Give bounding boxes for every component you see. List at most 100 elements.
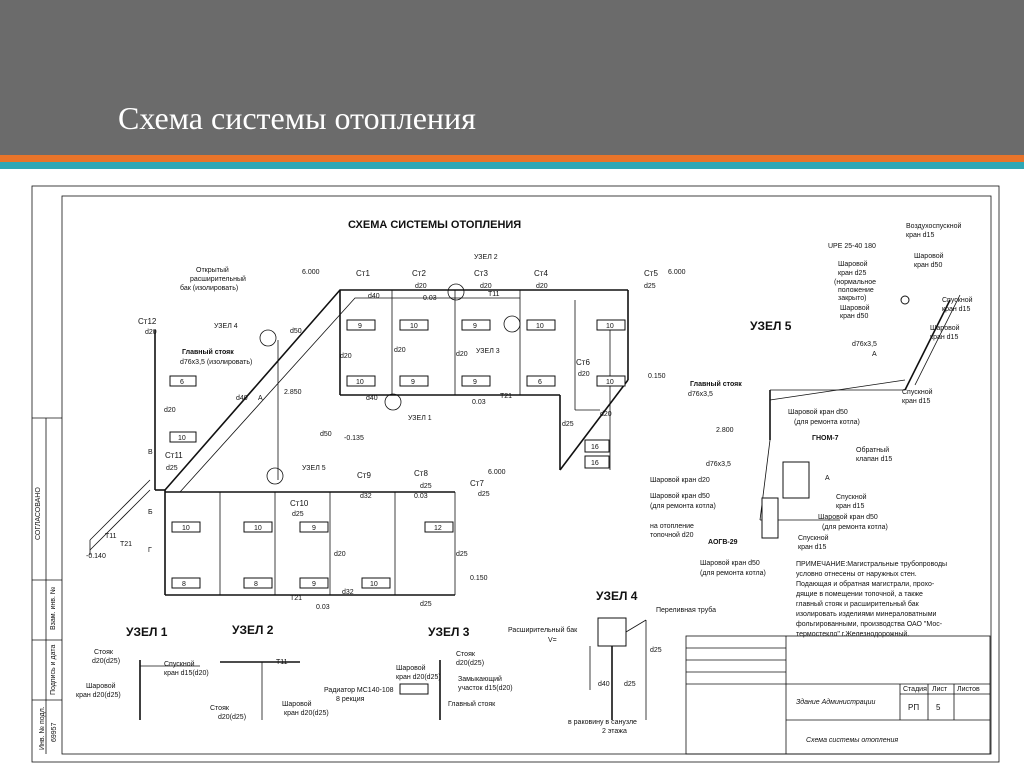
- riser-label: Ст11: [165, 451, 183, 460]
- node-details: УЗЕЛ 1 УЗЕЛ 2 УЗЕЛ 3 УЗЕЛ 4 Стояк d20(d2…: [76, 589, 716, 735]
- building-name: Здание Администрации: [796, 698, 876, 706]
- overflow-pipe-label: Переливная труба: [656, 606, 716, 614]
- air-valve-label: кран d15: [906, 232, 934, 239]
- radiator-size: 10: [370, 581, 378, 588]
- title-block: Здание Администрации Схема системы отопл…: [685, 635, 991, 755]
- letter-mark: В: [148, 449, 153, 456]
- stage-header: Стадия: [903, 686, 927, 693]
- level-mark: -0.135: [344, 435, 364, 442]
- radiator: [171, 521, 201, 533]
- expansion-tank: [597, 617, 627, 647]
- upe-label: UPE 25-40 180: [828, 243, 876, 250]
- boiler-aogv-label: АОГВ-29: [708, 539, 738, 546]
- pipe-label: d40: [598, 681, 610, 688]
- radiator: [584, 455, 610, 469]
- expansion-tank-volume: V=: [548, 637, 557, 644]
- radiator-size: 16: [591, 444, 599, 451]
- slide-title: Схема системы отопления: [118, 100, 476, 136]
- radiator: [461, 375, 491, 387]
- sheet-value: 5: [936, 703, 941, 712]
- drain-valve-label: кран d15: [902, 398, 930, 405]
- riser-label: Ст3: [474, 269, 488, 278]
- pipe-label: d32: [342, 589, 354, 596]
- radiator-size: 9: [312, 525, 316, 532]
- radiator-size: 9: [358, 323, 362, 330]
- node-ref: УЗЕЛ 2: [474, 254, 498, 261]
- drain-valve-label: Спускной: [902, 388, 933, 396]
- radiator: [399, 375, 429, 387]
- pipe-label: d25: [420, 483, 432, 490]
- node-ref: УЗЕЛ 3: [476, 348, 500, 355]
- node-ref: УЗЕЛ 5: [302, 465, 326, 472]
- check-valve-label: Обратный: [856, 446, 889, 454]
- pipe-label: d32: [360, 493, 372, 500]
- drain-valve-label: Спускной: [798, 534, 829, 542]
- pipe-label: d25: [292, 511, 304, 518]
- main-riser-label: Главный стояк: [182, 348, 234, 356]
- repair-note: (для ремонта котла): [794, 419, 860, 426]
- ball-valve-label: Шаровой: [840, 304, 870, 312]
- level-mark: 6.000: [488, 469, 506, 476]
- pipe-label: d20: [164, 407, 176, 414]
- pipe-label: Т11: [105, 533, 117, 540]
- radiator: [399, 683, 429, 695]
- slide-header: [0, 0, 1024, 155]
- repair-note: (для ремонта котла): [822, 524, 888, 531]
- letter-mark: Г: [148, 547, 152, 554]
- level-mark: 0.150: [470, 575, 488, 582]
- riser-label: Ст4: [534, 269, 548, 278]
- riser-label: Стояк: [210, 705, 230, 712]
- pipe-label: d20: [334, 551, 346, 558]
- pipe-dim-label: d76х3,5: [852, 341, 877, 348]
- radiator-size: 10: [356, 379, 364, 386]
- riser-label: Ст8: [414, 469, 428, 478]
- pipe-label: d25: [562, 421, 574, 428]
- riser-label: Ст7: [470, 479, 484, 488]
- ball-valve-label: Шаровой: [838, 260, 868, 268]
- pipe-label: d25: [166, 465, 178, 472]
- repair-note: (для ремонта котла): [650, 503, 716, 510]
- riser-label: Ст12: [138, 317, 157, 326]
- radiator: [169, 431, 197, 443]
- node-ref: УЗЕЛ 1: [408, 415, 432, 422]
- ball-valve-label: Шаровой кран d50: [818, 513, 878, 521]
- pipe-dim-label: d76х3,5: [706, 461, 731, 468]
- ball-valve-label: кран d20(d25): [76, 692, 121, 699]
- side-stamp: СОГЛАСОВАНО Взам. инв. № Подпись и дата …: [32, 417, 62, 754]
- drain-valve-label: кран d15: [836, 503, 864, 510]
- radiator-size: 9: [312, 581, 316, 588]
- sink-label: в раковину в санузле: [568, 719, 637, 726]
- ball-valve-label: кран d50: [914, 262, 942, 269]
- radiator-size: 10: [410, 323, 418, 330]
- radiator-size: 8: [182, 581, 186, 588]
- inner-frame: [61, 195, 992, 755]
- drain-valve-label: кран d15(d20): [164, 670, 209, 677]
- radiator: [596, 375, 626, 387]
- ball-valve-label: Шаровой: [914, 252, 944, 260]
- node-5-boiler: УЗЕЛ 5 Главный стояк d76х3,5 Воздухоспус…: [650, 222, 973, 577]
- pipe-labels: Т11 Т21 Т11 Т21 Т21 0.03 0.03 0.03 0.03 …: [105, 283, 656, 611]
- ball-valve-label: Шаровой: [396, 664, 426, 672]
- radiator-size: 6: [180, 379, 184, 386]
- note-label: закрыто): [838, 295, 866, 302]
- letter-mark: Б: [148, 509, 153, 516]
- ball-valve-label: Шаровой: [282, 700, 312, 708]
- ball-valve-label: Шаровой: [930, 324, 960, 332]
- radiator: [346, 375, 376, 387]
- riser-label: Ст1: [356, 269, 370, 278]
- radiators-upper: 9 10 9 10 10 10 9 9 6 10 6 10 16 16: [169, 319, 626, 469]
- radiator-label: Радиатор МС140-108: [324, 687, 394, 694]
- drain-valve-label: кран d15: [942, 306, 970, 313]
- ball-valve-label: кран d50: [840, 313, 868, 320]
- radiator-size: 10: [606, 379, 614, 386]
- upper-main-pipes: [89, 289, 629, 596]
- radiator: [424, 521, 454, 533]
- pipe-label: d25: [650, 647, 662, 654]
- radiator-size: 10: [182, 525, 190, 532]
- riser-label: Стояк: [94, 649, 114, 656]
- level-mark: 6.000: [302, 269, 320, 276]
- node-references: УЗЕЛ 4 УЗЕЛ 2 УЗЕЛ 3 УЗЕЛ 1 УЗЕЛ 5: [214, 254, 521, 485]
- radiator-size: 9: [411, 379, 415, 386]
- radiator: [461, 319, 491, 331]
- ball-valve-label: Шаровой кран d50: [788, 408, 848, 416]
